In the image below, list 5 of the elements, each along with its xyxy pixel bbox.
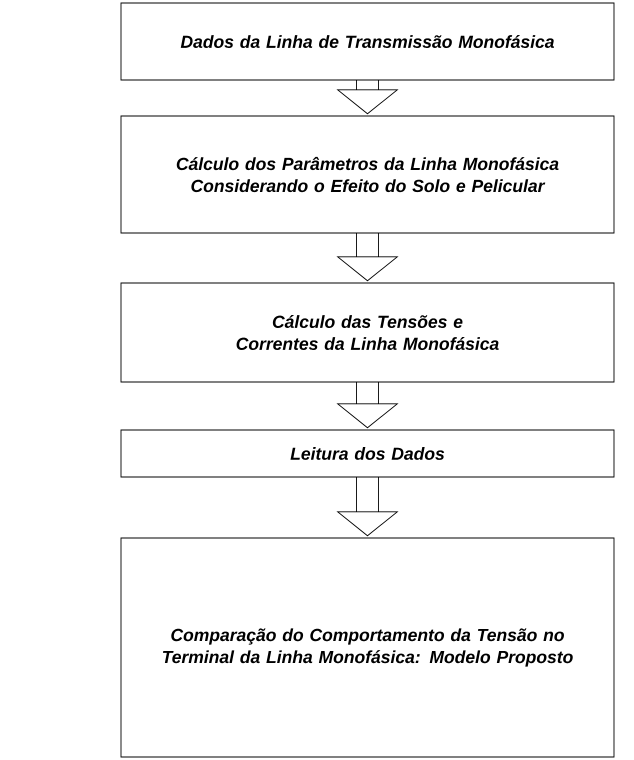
process-box: Comparação do Comportamento da Tensão no Terminal da Linha Monofásica: Modelo Proposto: [120, 538, 614, 758]
process-box: Cálculo das Tensões e Correntes da Linha Monofásica: [120, 282, 614, 382]
process-box: Cálculo dos Parâmetros da Linha Monofásica Considerando o Efeito do Solo e Pelicular: [120, 116, 614, 234]
process-box: Dados da Linha de Transmissão Monofásica: [120, 2, 614, 80]
process-box: Leitura dos Dados: [120, 430, 614, 478]
